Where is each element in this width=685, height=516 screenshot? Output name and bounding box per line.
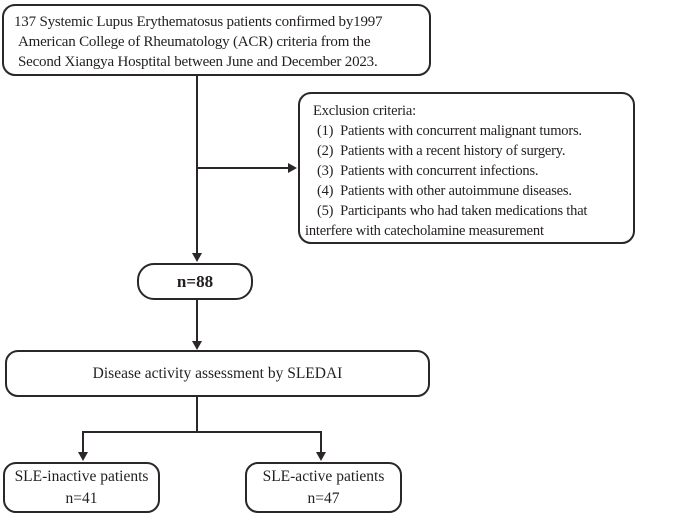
sle-inactive-count: n=41	[65, 490, 98, 507]
assessment-box: Disease activity assessment by SLEDAI	[5, 350, 430, 397]
exclusion-item-2: (2) Patients with a recent history of su…	[317, 143, 566, 159]
arrowhead-into-exclusion	[288, 163, 297, 173]
sle-active-count: n=47	[307, 490, 340, 507]
exclusion-item-5: (5) Participants who had taken medicatio…	[305, 203, 591, 239]
arrowhead-into-inactive	[78, 452, 88, 461]
connector-to-active	[320, 431, 322, 453]
connector-branch-horizontal	[82, 431, 322, 433]
exclusion-item-4: (4) Patients with other autoimmune disea…	[317, 183, 572, 199]
enrolled-count-label: n=88	[176, 272, 214, 291]
exclusion-item-3: (3) Patients with concurrent infections.	[317, 163, 539, 179]
assessment-label: Disease activity assessment by SLEDAI	[92, 365, 343, 382]
cohort-text-line-2: American College of Rheumatology (ACR) c…	[18, 34, 371, 50]
cohort-box: 137 Systemic Lupus Erythematosus patient…	[2, 4, 431, 76]
arrowhead-into-enrolled	[192, 253, 202, 262]
arrowhead-into-active	[316, 452, 326, 461]
sle-active-box: SLE-active patients n=47	[245, 462, 402, 513]
sle-inactive-label: SLE-inactive patients	[14, 468, 149, 485]
connector-to-inactive	[82, 431, 84, 453]
arrowhead-into-assessment	[192, 341, 202, 350]
enrolled-count-box: n=88	[137, 263, 253, 300]
cohort-text-line-1: 137 Systemic Lupus Erythematosus patient…	[14, 14, 383, 30]
exclusion-item-1: (1) Patients with concurrent malignant t…	[317, 123, 582, 139]
connector-cohort-to-enrolled	[196, 75, 198, 254]
exclusion-title: Exclusion criteria:	[313, 103, 416, 119]
connector-branch-to-exclusion	[197, 167, 289, 169]
connector-assessment-stem	[196, 396, 198, 432]
exclusion-criteria-box: Exclusion criteria: (1) Patients with co…	[298, 92, 635, 244]
sle-inactive-box: SLE-inactive patients n=41	[3, 462, 160, 513]
connector-enrolled-to-assessment	[196, 299, 198, 342]
cohort-text-line-3: Second Xiangya Hosptital between June an…	[18, 54, 378, 70]
sle-active-label: SLE-active patients	[262, 468, 385, 485]
